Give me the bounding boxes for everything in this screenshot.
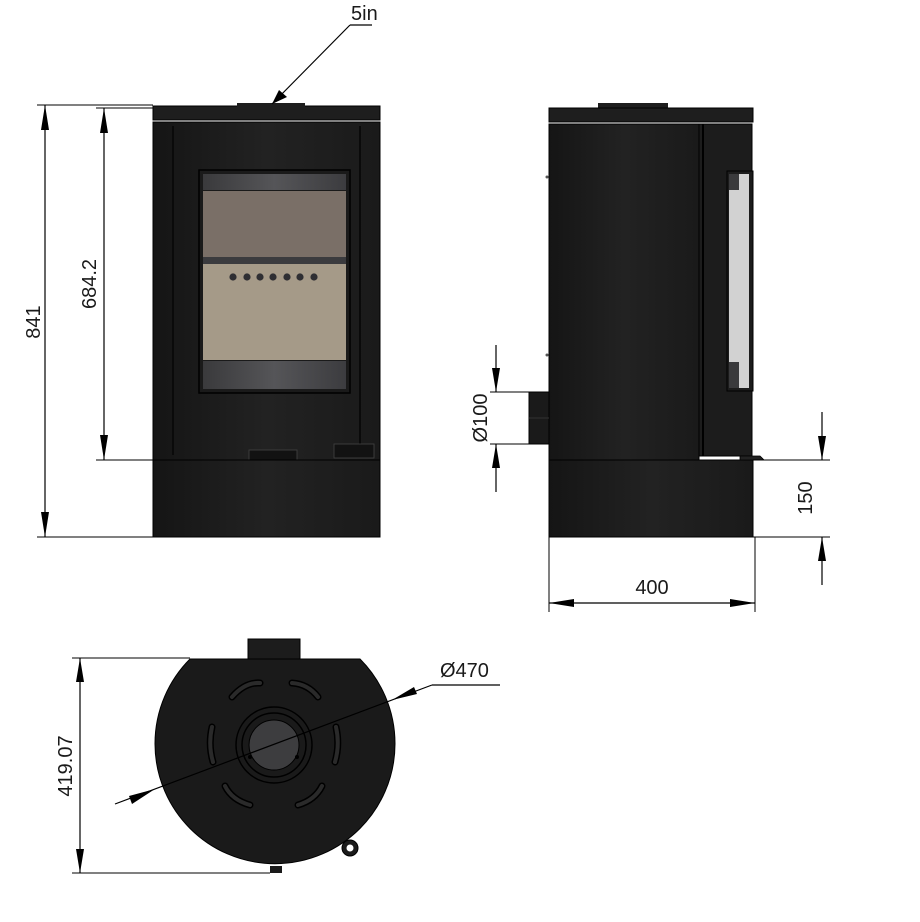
top-rear-tab <box>270 866 282 873</box>
dim-flue-100: Ø100 <box>470 345 529 492</box>
front-view <box>152 103 381 538</box>
dim-400: 400 <box>548 537 756 612</box>
dim-150: 150 <box>753 412 830 585</box>
side-view <box>528 103 765 538</box>
front-top-plate <box>152 105 381 121</box>
side-foot-tab <box>739 455 765 461</box>
side-top-cap <box>598 103 668 109</box>
side-glass <box>729 174 749 388</box>
dim-150-label: 150 <box>795 481 817 514</box>
top-flue-stub <box>247 638 301 662</box>
top-view <box>154 638 396 873</box>
front-top-cap <box>237 103 305 108</box>
air-control <box>333 443 375 459</box>
dim-flue-100-label: Ø100 <box>470 394 492 443</box>
side-body <box>548 123 700 461</box>
dim-419: 419.07 <box>55 657 270 874</box>
door-bottom-band <box>203 361 346 389</box>
side-base <box>548 459 754 538</box>
side-top-plate <box>548 107 754 123</box>
firebox-divider <box>203 257 346 264</box>
dim-5in-label: 5in <box>351 3 378 25</box>
dim-419-label: 419.07 <box>55 735 77 796</box>
dim-470: Ø470 <box>114 660 500 805</box>
dim-841-label: 841 <box>23 305 45 338</box>
ash-pan-handle <box>248 449 298 461</box>
dim-400-label: 400 <box>635 577 668 599</box>
front-base <box>152 459 381 538</box>
top-flue-opening <box>248 719 300 771</box>
air-holes <box>229 273 318 281</box>
dim-470-label: Ø470 <box>440 660 489 682</box>
door-top-band <box>203 174 346 190</box>
firebox-upper-panel <box>203 191 346 257</box>
vent-slots-inner <box>208 680 340 807</box>
dim-684-label: 684.2 <box>79 259 101 309</box>
dim-684: 684.2 <box>79 107 153 461</box>
dim-5in: 5in <box>271 3 378 105</box>
dim-841: 841 <box>23 104 153 538</box>
